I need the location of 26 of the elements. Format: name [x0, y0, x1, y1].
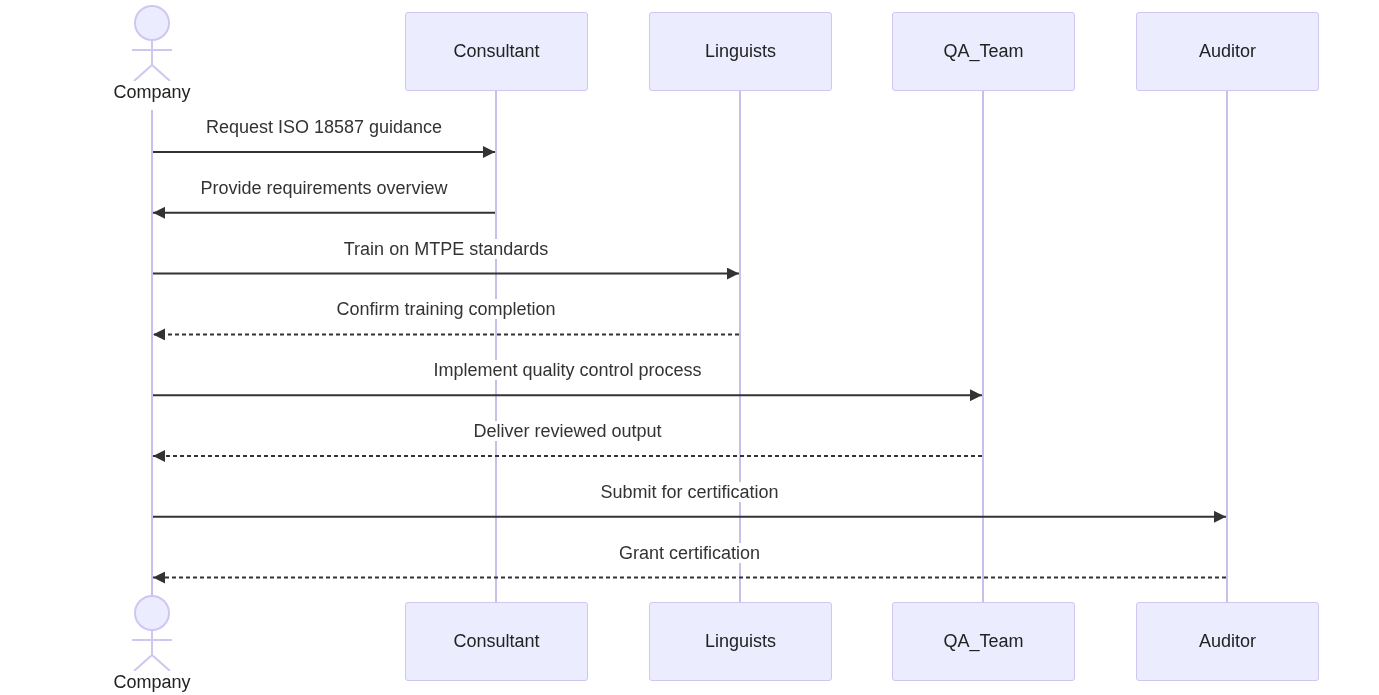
message-arrow [152, 571, 1227, 584]
participant-box: Linguists [649, 602, 832, 681]
message-arrow [152, 328, 740, 341]
participant-box: Auditor [1136, 12, 1319, 91]
message-label: Deliver reviewed output [471, 421, 664, 441]
message-arrow [152, 206, 496, 219]
lifeline [982, 91, 984, 602]
message-arrow [152, 146, 496, 158]
participant-box: Consultant [405, 602, 588, 681]
message-label: Train on MTPE standards [341, 238, 551, 259]
participant-box: Linguists [649, 12, 832, 91]
participant-box: QA_Team [892, 602, 1075, 681]
message-arrow [152, 267, 740, 280]
participant-box: Consultant [405, 12, 588, 91]
message-label: Confirm training completion [334, 299, 558, 320]
message-arrow [152, 450, 983, 462]
participant-box: QA_Team [892, 12, 1075, 91]
lifeline [151, 110, 153, 595]
message-arrow [152, 510, 1227, 523]
participant-box: Auditor [1136, 602, 1319, 681]
actor-name: Company [113, 671, 191, 693]
actor-name: Company [113, 81, 191, 103]
lifeline [739, 91, 741, 602]
message-label: Submit for certification [598, 481, 781, 502]
lifeline [1226, 91, 1228, 602]
message-arrow [152, 389, 983, 402]
